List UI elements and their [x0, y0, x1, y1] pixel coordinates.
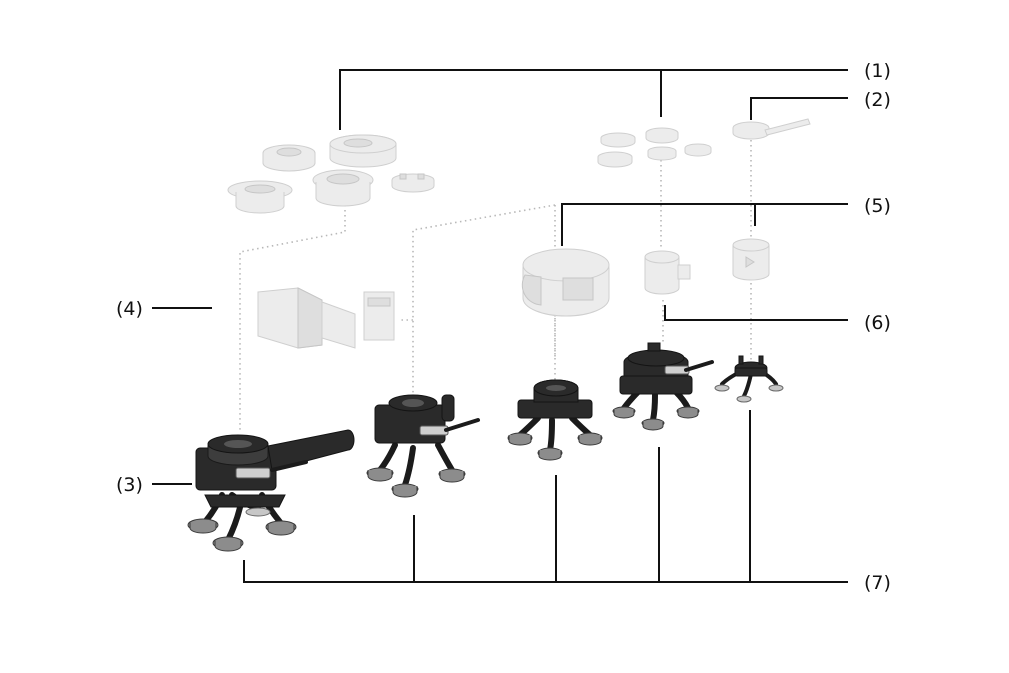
- adapter-rings-large: [227, 134, 435, 214]
- callout-2-label: (2): [864, 89, 891, 111]
- extension-modules: [257, 287, 395, 349]
- callout-3-label: (3): [116, 474, 143, 496]
- callout-5-label: (5): [864, 195, 891, 217]
- vacuum-gripper-medium-tall: [366, 394, 480, 498]
- callout-4-label: (4): [116, 298, 143, 320]
- callout-6-label: (6): [864, 312, 891, 334]
- vacuum-gripper-large: [187, 429, 355, 552]
- callout-7-label: (7): [864, 572, 891, 594]
- leader-lines: [152, 69, 848, 583]
- valve-module-ports: [644, 250, 691, 295]
- callout-1-label: (1): [864, 60, 891, 82]
- adapter-rings-small: [597, 127, 712, 168]
- valve-module-sensor: [732, 238, 770, 281]
- adapter-plate-with-arm: [732, 118, 811, 140]
- vacuum-gripper-medium: [507, 379, 603, 461]
- control-unit-housing: [521, 248, 610, 317]
- vacuum-gripper-mini: [714, 355, 784, 403]
- vacuum-gripper-small: [612, 342, 714, 431]
